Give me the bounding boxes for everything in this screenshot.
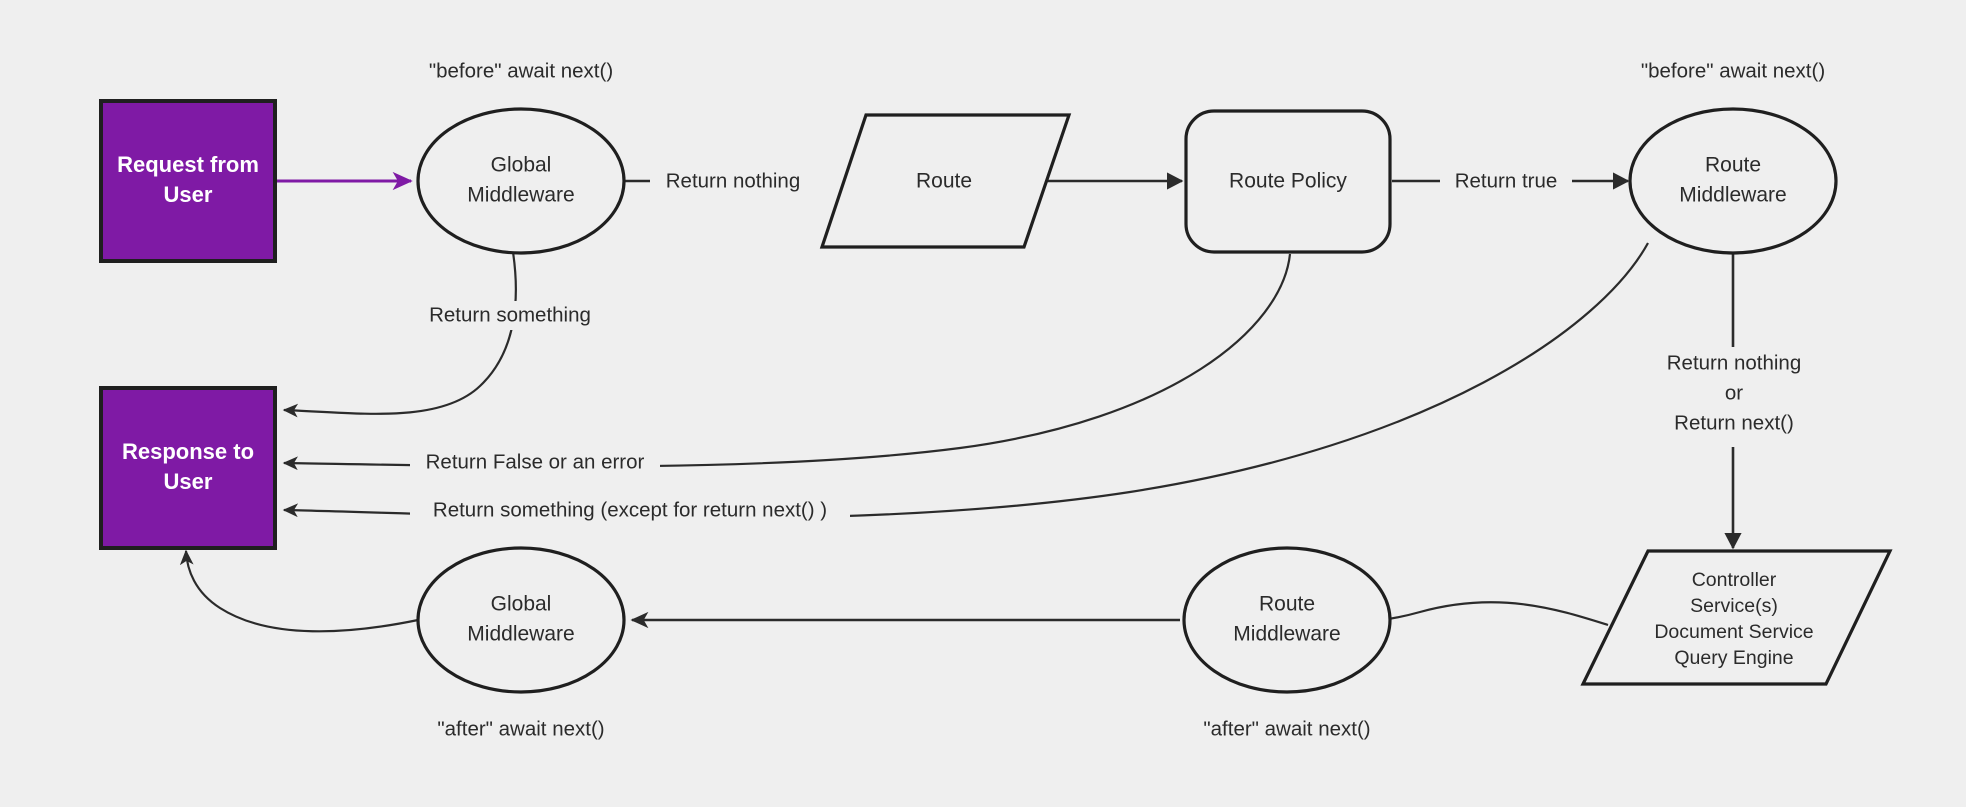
route-middleware-bottom-label-line1: Route [1259, 593, 1315, 616]
edge-global-middleware-bottom-to-response [179, 549, 419, 633]
response-to-user-box [99, 386, 277, 550]
route-middleware-bottom-ellipse [1182, 546, 1392, 694]
controller-label-line3: Document Service [1654, 621, 1813, 643]
edge-route-policy-return-false [282, 253, 1292, 471]
node-controller-services[interactable]: Controller Service(s) Document Service Q… [1580, 549, 1893, 686]
global-middleware-bottom-ellipse [416, 546, 626, 694]
route-middleware-top-ellipse [1628, 107, 1838, 255]
edge-label-return-true: Return true [1440, 167, 1572, 196]
controller-parallelogram [1580, 549, 1893, 686]
route-policy-label: Route Policy [1229, 170, 1347, 193]
edge-route-middleware-return-something-except [282, 242, 1649, 520]
global-middleware-top-label-line1: Global [491, 154, 552, 177]
edge-label-return-nothing: Return nothing [650, 167, 822, 196]
node-global-middleware-top[interactable]: Global Middleware [416, 107, 626, 255]
edge-label-return-something-global: Return something [414, 301, 606, 330]
edge-label-return-something-except: Return something (except for return next… [410, 496, 850, 525]
controller-label-line1: Controller [1692, 569, 1777, 591]
route-middleware-bottom-label-line2: Middleware [1233, 623, 1340, 646]
controller-label-line2: Service(s) [1690, 595, 1778, 617]
edge-label-return-something-global-text: Return something [429, 303, 591, 326]
request-from-user-box [99, 99, 277, 263]
edge-label-return-nothing-or-next-line3: Return next() [1674, 411, 1794, 434]
annotation-after-await-next-route: "after" await next() [1203, 717, 1370, 740]
global-middleware-top-ellipse [416, 107, 626, 255]
annotation-before-await-next-global: "before" await next() [429, 59, 613, 82]
annotation-before-await-next-route: "before" await next() [1641, 59, 1825, 82]
route-middleware-top-label-line1: Route [1705, 154, 1761, 177]
route-label: Route [916, 170, 972, 193]
global-middleware-bottom-label-line1: Global [491, 593, 552, 616]
node-route-policy[interactable]: Route Policy [1184, 109, 1392, 254]
node-route[interactable]: Route [819, 113, 1072, 249]
edge-label-return-true-text: Return true [1455, 169, 1558, 192]
edge-label-return-nothing-or-next: Return nothing or Return next() [1648, 347, 1820, 447]
edge-global-middleware-return-something [282, 251, 517, 418]
request-from-user-label-line1: Request from [117, 152, 259, 177]
edge-label-return-something-except-text: Return something (except for return next… [433, 498, 827, 521]
response-to-user-label-line2: User [164, 469, 213, 494]
node-request-from-user[interactable]: Request from User [99, 99, 277, 263]
node-route-middleware-top[interactable]: Route Middleware [1628, 107, 1838, 255]
edge-label-return-nothing-or-next-line1: Return nothing [1667, 351, 1801, 374]
edge-label-return-nothing-or-next-line2: or [1725, 381, 1743, 404]
node-response-to-user[interactable]: Response to User [99, 386, 277, 550]
route-parallelogram [819, 113, 1072, 249]
route-policy-box [1184, 109, 1392, 254]
node-route-middleware-bottom[interactable]: Route Middleware [1182, 546, 1392, 694]
global-middleware-top-label-line2: Middleware [467, 184, 574, 207]
edge-label-return-false-or-error: Return False or an error [410, 448, 660, 477]
request-from-user-label-line2: User [164, 182, 213, 207]
global-middleware-bottom-label-line2: Middleware [467, 623, 574, 646]
edge-label-return-nothing-text: Return nothing [666, 169, 800, 192]
response-to-user-label-line1: Response to [122, 439, 254, 464]
annotation-after-await-next-global: "after" await next() [437, 717, 604, 740]
edge-label-return-false-or-error-text: Return False or an error [426, 450, 645, 473]
node-global-middleware-bottom[interactable]: Global Middleware [416, 546, 626, 694]
route-middleware-top-label-line2: Middleware [1679, 184, 1786, 207]
controller-label-line4: Query Engine [1674, 647, 1793, 669]
